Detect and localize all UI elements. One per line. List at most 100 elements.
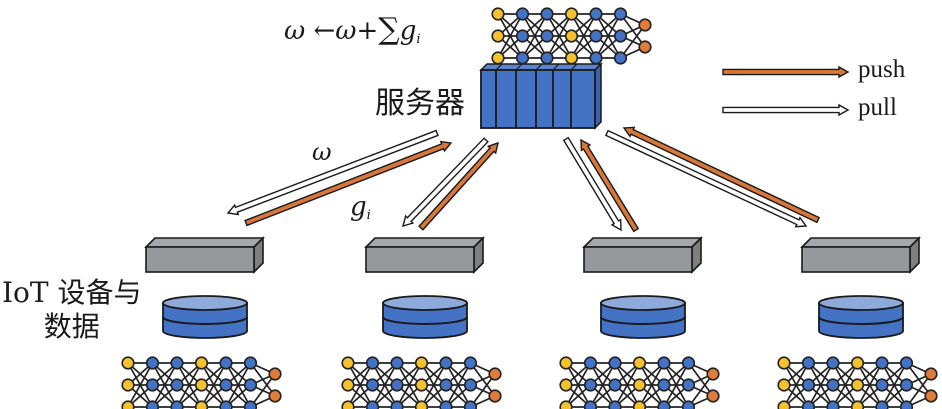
formula-subscript: i <box>416 32 421 47</box>
database-divider <box>382 316 468 325</box>
network-edge <box>127 362 154 408</box>
network-edge <box>687 373 714 408</box>
network-node <box>613 29 628 43</box>
network-node <box>121 378 135 392</box>
network-node <box>826 378 840 392</box>
network-edge <box>881 362 908 408</box>
local-model-network-1 <box>121 356 282 409</box>
network-node <box>194 400 209 409</box>
network-edge <box>445 362 472 408</box>
network-node <box>632 400 647 409</box>
network-edge <box>249 373 276 408</box>
network-node <box>243 378 258 392</box>
network-edge <box>638 362 665 408</box>
device-front-face <box>583 246 693 273</box>
network-node <box>540 7 554 21</box>
network-node <box>439 400 453 409</box>
network-node <box>365 400 380 409</box>
network-edge <box>783 362 810 408</box>
network-node <box>801 378 816 392</box>
network-node <box>706 367 720 381</box>
pull-arrow-device-1-shape <box>226 129 439 216</box>
server-side-face <box>594 62 602 130</box>
pull-arrow-device-3-shape <box>562 136 622 232</box>
network-node <box>463 356 478 370</box>
network-node <box>589 29 603 43</box>
network-node <box>243 356 258 370</box>
network-node <box>390 378 404 392</box>
network-node <box>488 367 502 381</box>
network-node <box>777 356 791 370</box>
network-edge <box>200 362 227 408</box>
push-arrow-device-3-shape <box>580 138 640 233</box>
legend-pull-label: pull <box>858 94 897 121</box>
gradient-label-g: g <box>350 192 367 222</box>
push-arrow-device-1-shape <box>244 140 453 227</box>
device-top-face <box>800 237 921 248</box>
push-arrow-device-2 <box>418 141 499 231</box>
network-node <box>564 51 579 65</box>
network-node <box>414 378 429 392</box>
network-edge <box>176 362 203 408</box>
device-front-face <box>145 246 255 273</box>
network-node <box>219 356 233 370</box>
server-blade-top-divider <box>495 63 503 71</box>
network-node <box>899 356 914 370</box>
server-blade-top-divider <box>552 63 560 71</box>
device-top-face <box>582 237 703 248</box>
device-top-face <box>364 237 485 248</box>
network-edge <box>469 373 496 408</box>
server-blade-top-divider <box>570 63 578 71</box>
network-node <box>559 378 573 392</box>
network-node <box>706 389 720 403</box>
network-edge <box>619 24 646 59</box>
network-node <box>583 378 598 392</box>
network-node <box>681 400 696 409</box>
network-node <box>826 356 840 370</box>
database-body <box>162 302 248 339</box>
aggregation-formula: ω ←ω+∑gi <box>284 12 421 47</box>
network-node <box>657 378 671 392</box>
network-node <box>439 356 453 370</box>
iot-devices-label: IoT 设备与 数据 <box>2 276 142 344</box>
network-node <box>924 367 938 381</box>
network-edge <box>856 362 883 408</box>
push-arrow-device-1 <box>244 140 453 227</box>
gradient-label: gi <box>350 192 371 223</box>
legend-push-arrow-shape <box>722 65 850 79</box>
network-node <box>170 400 184 409</box>
network-node <box>268 389 282 403</box>
legend-pull-arrow-shape <box>722 103 850 117</box>
network-node <box>899 400 914 409</box>
network-node <box>589 51 603 65</box>
database-top <box>382 295 468 311</box>
database-body <box>818 302 904 339</box>
network-node <box>608 400 622 409</box>
device-front-face <box>365 246 475 273</box>
pull-arrow-device-4 <box>604 129 808 228</box>
network-node <box>559 356 573 370</box>
formula-sum-symbol: ∑ <box>378 12 400 47</box>
network-node <box>777 378 791 392</box>
database-body <box>382 302 468 339</box>
network-node <box>657 400 671 409</box>
network-node <box>515 29 530 43</box>
network-node <box>583 400 598 409</box>
network-node <box>564 7 579 21</box>
network-node <box>583 356 598 370</box>
network-node <box>608 378 622 392</box>
network-node <box>194 378 209 392</box>
network-node <box>801 356 816 370</box>
network-edge <box>546 13 573 59</box>
pull-arrow-device-2 <box>401 137 489 228</box>
iot-device-4 <box>800 236 921 274</box>
network-node <box>608 356 622 370</box>
network-node <box>899 378 914 392</box>
network-edge <box>570 13 597 59</box>
network-node <box>341 400 355 409</box>
network-edge <box>807 362 834 408</box>
network-node <box>515 7 530 21</box>
network-node <box>194 356 209 370</box>
formula-omega-rhs: ω <box>335 16 357 46</box>
network-node <box>365 356 380 370</box>
